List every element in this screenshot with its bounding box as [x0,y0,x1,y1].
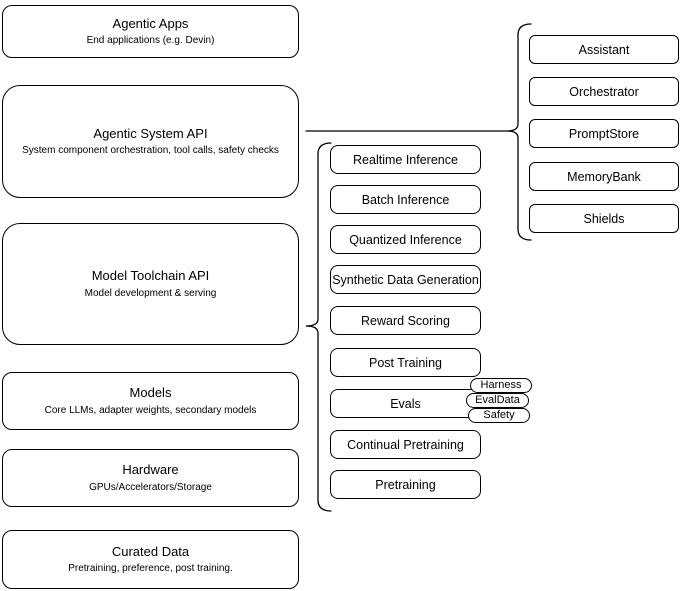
layer-box-curated-data: Curated Data Pretraining, preference, po… [2,530,299,589]
layer-title: Agentic System API [93,125,208,141]
toolchain-brace [305,142,332,512]
service-label: Continual Pretraining [347,437,464,452]
layer-box-agentic-system-api: Agentic System API System component orch… [2,85,299,198]
component-label: Assistant [578,42,630,57]
service-box-reward-scoring: Reward Scoring [330,306,481,335]
layer-subtitle: GPUs/Accelerators/Storage [89,481,212,493]
service-box-realtime-inference: Realtime Inference [330,145,481,174]
service-box-pretraining: Pretraining [330,470,481,499]
layer-subtitle: System component orchestration, tool cal… [22,145,279,157]
component-box-assistant: Assistant [529,35,679,64]
eval-tag-label: Safety [483,409,515,421]
eval-tag-label: EvalData [475,394,520,406]
service-box-post-training: Post Training [330,348,481,377]
component-box-orchestrator: Orchestrator [529,77,679,106]
service-label: Batch Inference [361,192,450,207]
service-box-continual-pretraining: Continual Pretraining [330,430,481,459]
service-label: Quantized Inference [349,232,462,247]
service-label: Reward Scoring [361,313,450,328]
layer-subtitle: Core LLMs, adapter weights, secondary mo… [44,404,257,416]
layer-title: Hardware [122,462,179,478]
layer-title: Model Toolchain API [91,268,210,284]
service-label: Post Training [369,355,442,370]
component-box-promptstore: PromptStore [529,119,679,148]
component-label: PromptStore [568,126,640,141]
layer-box-model-toolchain-api: Model Toolchain API Model development & … [2,223,299,345]
layer-box-agentic-apps: Agentic Apps End applications (e.g. Devi… [2,5,299,58]
service-box-evals: Evals [330,389,481,418]
eval-tag-harness: Harness [470,378,532,393]
layer-title: Agentic Apps [112,15,189,31]
service-box-synthetic-data-generation: Synthetic Data Generation [330,265,481,294]
eval-tag-safety: Safety [468,408,530,423]
eval-tag-label: Harness [480,379,522,391]
service-label: Synthetic Data Generation [332,272,479,287]
layer-subtitle: Pretraining, preference, post training. [68,563,233,575]
eval-tag-evaldata: EvalData [466,393,529,408]
component-label: Shields [583,211,625,226]
layer-box-models: Models Core LLMs, adapter weights, secon… [2,372,299,430]
layer-title: Models [129,385,172,401]
service-label: Realtime Inference [353,152,458,167]
components-brace [506,23,532,241]
layer-box-hardware: Hardware GPUs/Accelerators/Storage [2,449,299,507]
layer-subtitle: End applications (e.g. Devin) [86,35,215,47]
service-label: Evals [390,396,421,411]
service-label: Pretraining [375,477,436,492]
layer-subtitle: Model development & serving [84,287,217,299]
component-box-shields: Shields [529,204,679,233]
service-box-batch-inference: Batch Inference [330,185,481,214]
layer-title: Curated Data [111,543,190,559]
service-box-quantized-inference: Quantized Inference [330,225,481,254]
component-label: Orchestrator [569,84,639,99]
component-box-memorybank: MemoryBank [529,162,679,191]
component-label: MemoryBank [567,169,641,184]
